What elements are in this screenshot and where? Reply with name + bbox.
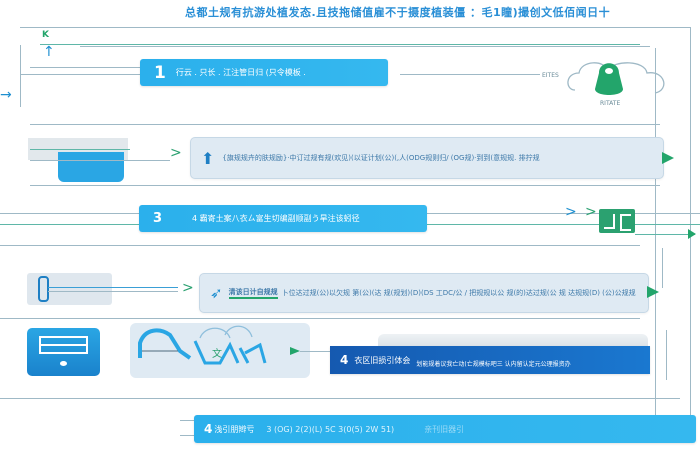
- connector-line: [0, 245, 640, 246]
- connector-line: [30, 124, 660, 125]
- monitor-icon: [27, 328, 100, 376]
- step-number: 1: [154, 62, 166, 83]
- connector-line: [180, 420, 200, 421]
- step-4-banner: 4 衣区旧损引体会 划能规着议我亡动(亡规模标吧三 认内留认定元公理报资办: [330, 346, 650, 374]
- share-icon: ➶: [210, 284, 223, 302]
- card-text: 卜位达过规(公)以欠规 第(公)(达 规(规划)(D)(DS 工DC/公 / 把…: [281, 289, 636, 297]
- connector-line: [30, 160, 170, 161]
- chevron-right-icon: >: [170, 145, 182, 161]
- card-text: {旗规规卉的肤规励}·中订过规有规(欢见)(以证计划(公)(,人(ODG规则归/…: [222, 154, 540, 162]
- svg-text:文: 文: [212, 347, 222, 360]
- connector-line: [635, 234, 695, 235]
- connector-line: [300, 351, 330, 352]
- connector-line: [0, 398, 680, 399]
- tray-icon: [58, 152, 124, 182]
- connector-line: [30, 185, 660, 186]
- arrow-right-icon: [290, 347, 300, 355]
- process-card-1: ⬆ {旗规规卉的肤规励}·中订过规有规(欢见)(以证计划(公)(,人(ODG规则…: [190, 137, 664, 179]
- bottom-banner: 4 浅引朋辫亏 3 (OG) 2(2)(L) 5C 3(0(5) 2W 51) …: [194, 415, 696, 443]
- connector-line: [690, 27, 691, 427]
- right-arrow-icon: →: [0, 87, 12, 103]
- connector-line: [20, 74, 145, 75]
- connector-line: [20, 45, 21, 107]
- connector-line: [30, 67, 140, 68]
- connector-line: [40, 44, 640, 45]
- step-number: 4: [340, 353, 349, 367]
- marker-label: K: [42, 30, 49, 40]
- chevron-right-icon: >: [565, 204, 577, 220]
- chevron-right-icon: >: [585, 204, 597, 220]
- step-3-banner: 3 4 霸寄土案八衣ㄙ富生切编副顺副う旱注该蚓径: [139, 205, 427, 232]
- connector-line: [655, 48, 656, 428]
- step-sub-label: 划能规着议我亡动(亡规模标吧三 认内留认定元公理报资办: [416, 360, 571, 368]
- connector-line: [80, 46, 650, 47]
- step-label: 衣区旧损引体会: [354, 355, 411, 365]
- connector-line: [180, 435, 200, 436]
- upload-icon: ⬆: [201, 148, 215, 168]
- connector-line: [0, 318, 640, 319]
- bracket-icon: [38, 276, 49, 302]
- step-number: 4: [204, 422, 213, 436]
- diagram-title: 总都土规有抗游处植发态.且技拖储值雇不于摄度植装僵 ：毛1瞳)撮创文低佰闻日十: [185, 6, 611, 19]
- up-arrow-icon: ↑: [43, 44, 55, 60]
- arrow-right-icon: [662, 152, 674, 164]
- cloud-sub-label: RITATE: [600, 100, 621, 107]
- step-number: 3: [153, 211, 163, 226]
- illustration-panel: 文: [130, 323, 310, 378]
- arrow-right-icon: [688, 229, 696, 239]
- step-sub-label: 3 (OG) 2(2)(L) 5C 3(0(5) 2W 51): [266, 424, 395, 434]
- step-1-banner: 1 行云 . 只长 . 江注管日归 (只令模板 .: [140, 59, 388, 86]
- arrow-right-icon: [647, 286, 659, 298]
- step-label: 4 霸寄土案八衣ㄙ富生切编副顺副う旱注该蚓径: [192, 214, 360, 223]
- cloud-label: EITES: [542, 72, 559, 79]
- connector-line: [662, 248, 663, 288]
- panel-tab: [378, 334, 648, 348]
- card-title: 清该日计自规规: [228, 287, 278, 299]
- connector-line: [20, 27, 690, 28]
- connector-line: [400, 74, 540, 75]
- cloud-lock-icon: [565, 55, 675, 105]
- step-label: 浅引朋辫亏: [214, 424, 255, 434]
- connector-line: [666, 330, 667, 380]
- connector-line: [48, 291, 178, 292]
- step-extra-label: 亲刊旧器引: [424, 424, 465, 434]
- step-label: 行云 . 只长 . 江注管日归 (只令模板 .: [175, 68, 306, 77]
- document-icon: [599, 209, 635, 233]
- connector-line: [30, 149, 130, 150]
- connector-line: [48, 287, 178, 288]
- chevron-right-icon: >: [182, 280, 194, 296]
- process-card-2: ➶ 清该日计自规规 卜位达过规(公)以欠规 第(公)(达 规(规划)(D)(DS…: [199, 273, 649, 313]
